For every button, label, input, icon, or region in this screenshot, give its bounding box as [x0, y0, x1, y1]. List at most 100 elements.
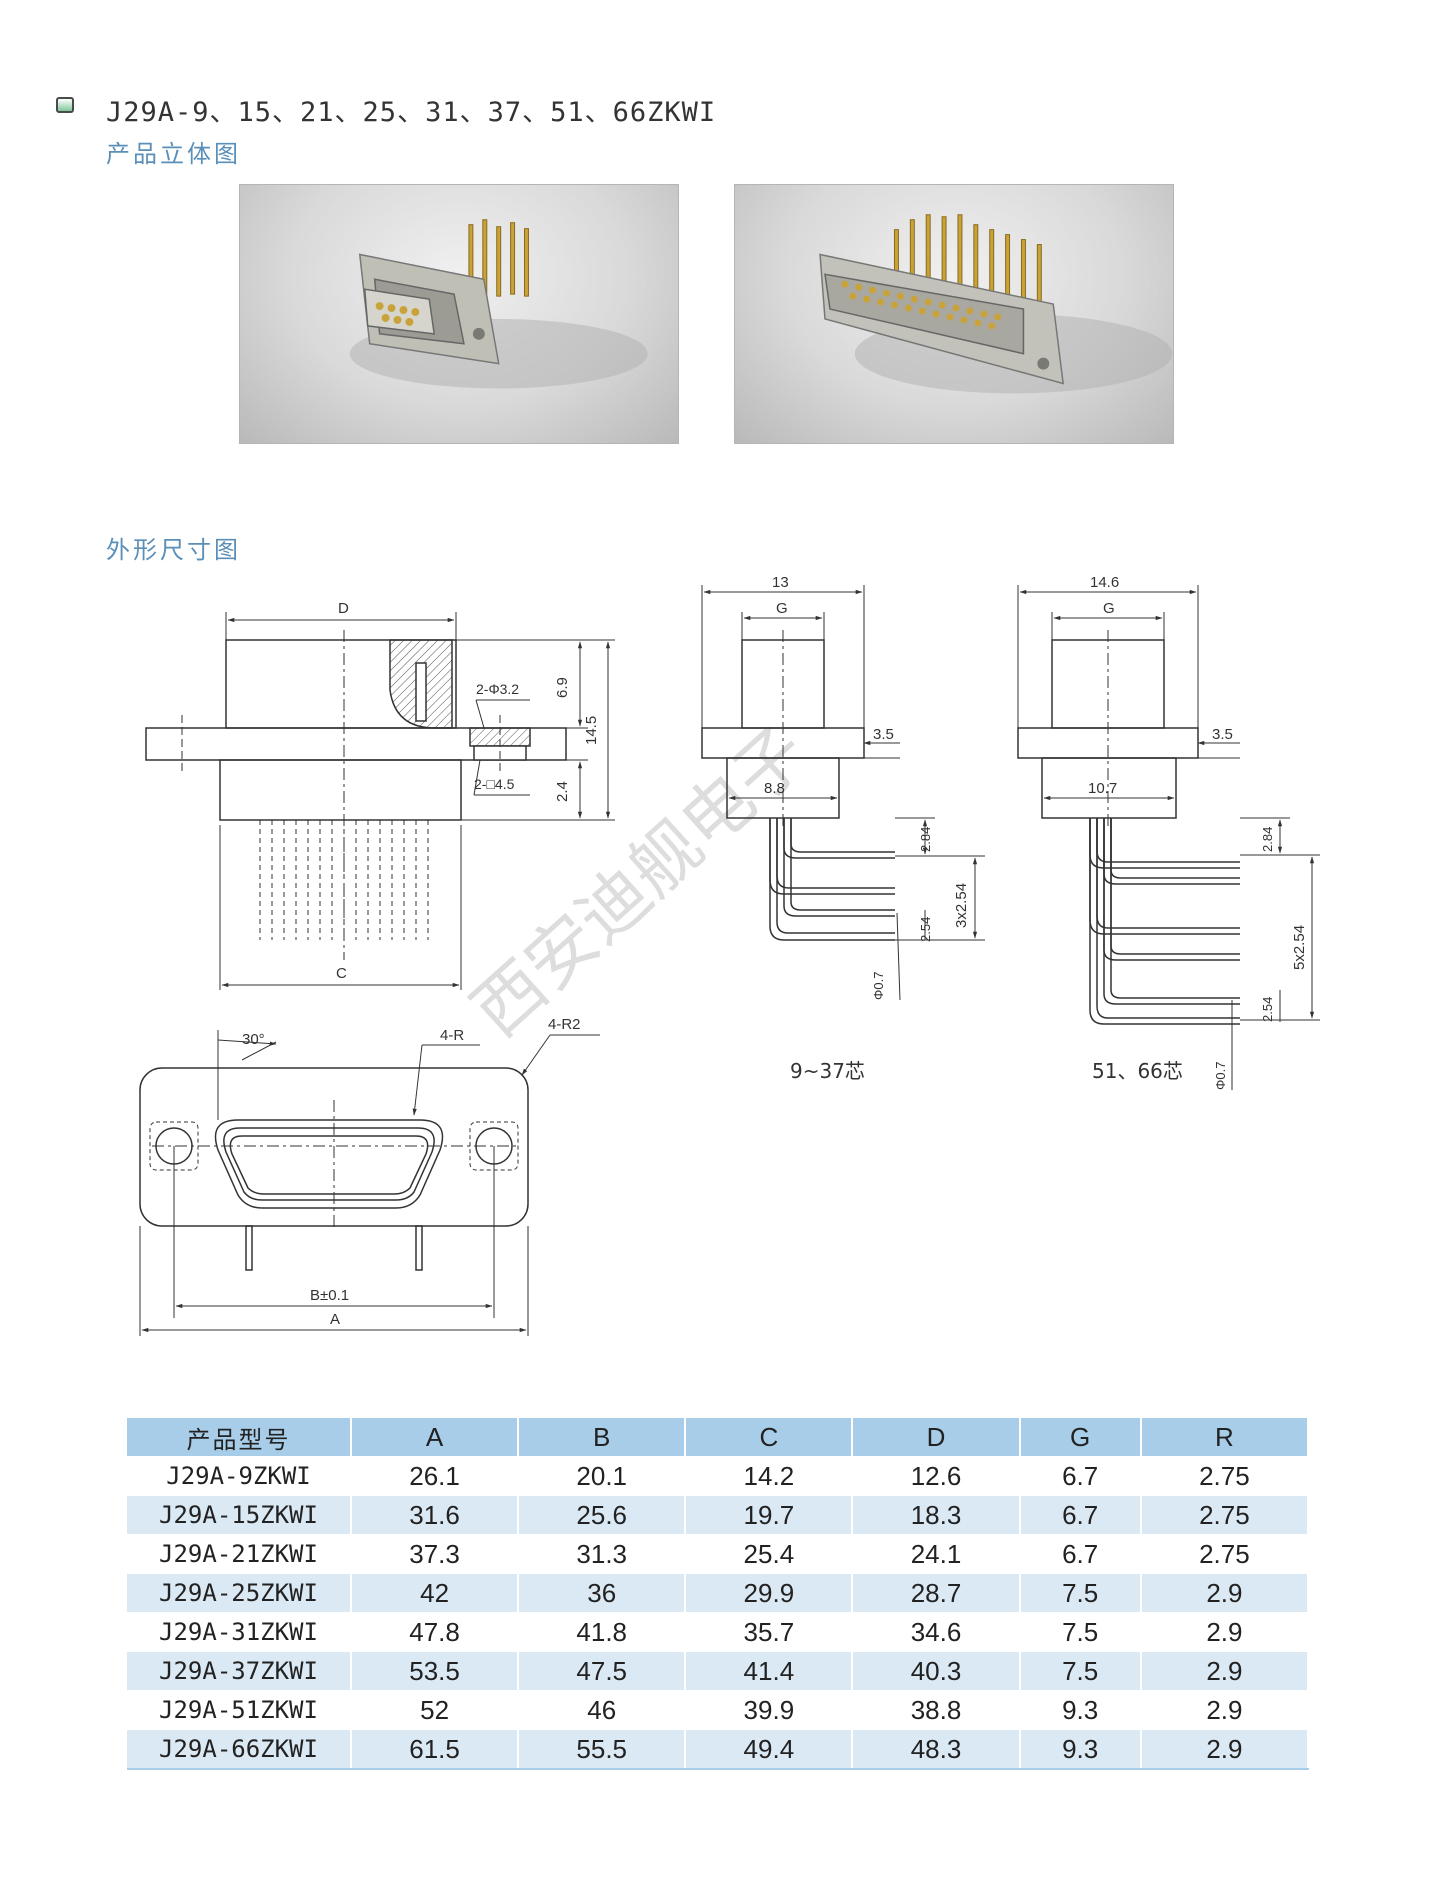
table-cell: 25.6 — [518, 1495, 687, 1535]
dim-label-phi-right: Φ0.7 — [1213, 1062, 1228, 1090]
table-cell: 47.5 — [518, 1651, 687, 1691]
product-photo-9pin — [239, 184, 679, 444]
dim-label-30deg: 30° — [242, 1031, 265, 1048]
table-cell: 2.75 — [1140, 1495, 1310, 1535]
dimension-drawings: 西安迪舰电子 — [139, 574, 1320, 1336]
pin-side-view-9-37 — [701, 585, 985, 1001]
table-cell: 36 — [518, 1573, 687, 1613]
table-cell: 6.7 — [1019, 1456, 1142, 1496]
col-model: 产品型号 — [127, 1418, 352, 1457]
table-cell: J29A-31ZKWI — [127, 1612, 352, 1652]
dim-label-hole: 2-Φ3.2 — [476, 681, 519, 697]
table-cell: 20.1 — [518, 1456, 687, 1496]
dim-label-4R: 4-R — [440, 1027, 464, 1044]
dim-label-2-84-left: 2.84 — [918, 827, 933, 852]
dim-label-14-5: 14.5 — [583, 716, 600, 745]
dim-label-13: 13 — [772, 574, 789, 591]
table-cell: 7.5 — [1019, 1612, 1142, 1652]
col-A: A — [351, 1418, 520, 1457]
table-cell: 41.8 — [518, 1612, 687, 1652]
dim-label-3x2-54: 3x2.54 — [953, 883, 970, 928]
front-view-labels: 30° 4-R 4-R2 B±0.1 A — [242, 1016, 581, 1328]
table-cell: 40.3 — [852, 1651, 1021, 1691]
dim-label-6-9: 6.9 — [554, 677, 571, 698]
dim-label-A: A — [330, 1311, 340, 1328]
table-cell: 34.6 — [852, 1612, 1021, 1652]
table-cell: 26.1 — [351, 1456, 520, 1496]
dim-label-C: C — [336, 965, 347, 982]
dim-label-G-right: G — [1103, 600, 1115, 617]
table-cell: 18.3 — [852, 1495, 1021, 1535]
title-bullet-icon — [56, 97, 74, 113]
table-cell: 53.5 — [351, 1651, 520, 1691]
col-R: R — [1140, 1418, 1310, 1457]
dim-label-5x2-54: 5x2.54 — [1291, 925, 1308, 970]
table-cell: 9.3 — [1019, 1729, 1142, 1770]
caption-9-37: 9~37芯 — [790, 1059, 865, 1083]
table-cell: 9.3 — [1019, 1690, 1142, 1730]
table-cell: 38.8 — [852, 1690, 1021, 1730]
dim-label-G-left: G — [776, 600, 788, 617]
table-cell: 2.9 — [1140, 1651, 1310, 1691]
side-view-labels: D C 2-Φ3.2 2-□4.5 6.9 14.5 2.4 — [336, 600, 600, 982]
table-cell: J29A-9ZKWI — [127, 1456, 352, 1496]
table-cell: 24.1 — [852, 1534, 1021, 1574]
dim-label-B: B±0.1 — [310, 1287, 349, 1304]
col-G: G — [1019, 1418, 1142, 1457]
table-cell: 48.3 — [852, 1729, 1021, 1770]
section-heading-dims: 外形尺寸图 — [106, 536, 241, 564]
table-cell: 7.5 — [1019, 1651, 1142, 1691]
table-cell: 6.7 — [1019, 1495, 1142, 1535]
table-cell: 25.4 — [685, 1534, 854, 1574]
table-cell: 42 — [351, 1573, 520, 1613]
table-cell: 7.5 — [1019, 1573, 1142, 1613]
table-cell: J29A-51ZKWI — [127, 1690, 352, 1730]
dim-label-8-8: 8.8 — [764, 780, 785, 797]
dim-label-D: D — [338, 600, 349, 617]
dim-label-3-5-right: 3.5 — [1212, 726, 1233, 743]
table-cell: 52 — [351, 1690, 520, 1730]
dim-label-3-5-left: 3.5 — [873, 726, 894, 743]
table-cell: 35.7 — [685, 1612, 854, 1652]
table-cell: 19.7 — [685, 1495, 854, 1535]
table-header-row: 产品型号 A B C D G R — [127, 1418, 1310, 1457]
table-cell: 6.7 — [1019, 1534, 1142, 1574]
side-view-drawing — [145, 612, 615, 990]
section-heading-3d: 产品立体图 — [106, 140, 241, 168]
col-B: B — [518, 1418, 687, 1457]
table-cell: 31.6 — [351, 1495, 520, 1535]
table-cell: 61.5 — [351, 1729, 520, 1770]
pin-side-view-51-66-labels: 14.6 G 3.5 10.7 2.84 5x2.54 2.54 Φ0.7 51… — [1088, 574, 1308, 1090]
table-cell: J29A-37ZKWI — [127, 1651, 352, 1691]
dim-label-2-4: 2.4 — [554, 781, 571, 802]
caption-51-66: 51、66芯 — [1092, 1059, 1183, 1083]
dim-label-2-84-right: 2.84 — [1260, 827, 1275, 852]
table-cell: 39.9 — [685, 1690, 854, 1730]
col-D: D — [852, 1418, 1021, 1457]
table-cell: 2.75 — [1140, 1534, 1310, 1574]
table-cell: 37.3 — [351, 1534, 520, 1574]
table-cell: 2.75 — [1140, 1456, 1310, 1496]
table-cell: 28.7 — [852, 1573, 1021, 1613]
table-cell: 46 — [518, 1690, 687, 1730]
watermark: 西安迪舰电子 — [457, 711, 824, 1053]
front-view-drawing — [139, 1030, 600, 1336]
dim-label-square: 2-□4.5 — [474, 776, 515, 792]
table-cell: 47.8 — [351, 1612, 520, 1652]
pin-side-view-9-37-labels: 13 G 3.5 8.8 2.84 3x2.54 2.54 Φ0.7 9~37芯 — [764, 574, 970, 1083]
col-C: C — [685, 1418, 854, 1457]
table-cell: 12.6 — [852, 1456, 1021, 1496]
dim-label-2-54-right: 2.54 — [1260, 997, 1275, 1022]
table-cell: 2.9 — [1140, 1612, 1310, 1652]
table-cell: 31.3 — [518, 1534, 687, 1574]
table-cell: 2.9 — [1140, 1690, 1310, 1730]
